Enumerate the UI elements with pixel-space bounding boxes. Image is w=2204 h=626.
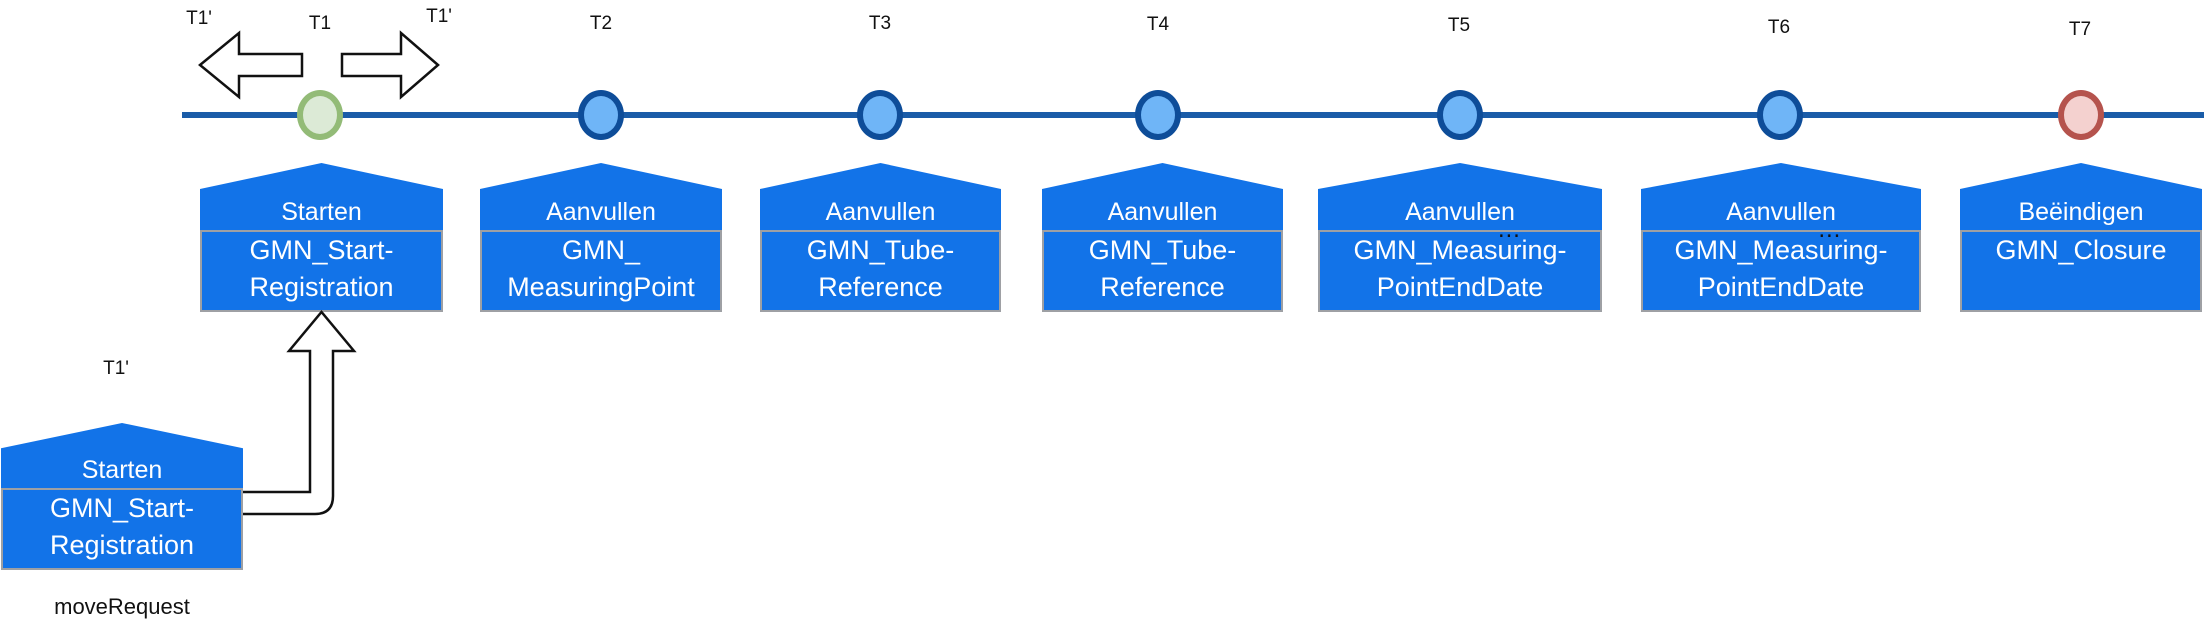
event-body-line1: GMN_Start- bbox=[49, 493, 195, 523]
timeline-node-t2 bbox=[578, 90, 624, 140]
timeline-line bbox=[182, 112, 2204, 118]
timeline-node-t4 bbox=[1135, 90, 1181, 140]
move-up-arrow-icon bbox=[243, 310, 357, 516]
event-box-t7: Beëindigen GMN_Closure bbox=[1960, 163, 2202, 312]
tick-label-t7: T7 bbox=[2068, 19, 2092, 40]
timeline-node-t5 bbox=[1437, 90, 1483, 140]
event-body: GMN_ MeasuringPoint bbox=[480, 230, 722, 312]
event-body-line2: Registration bbox=[249, 272, 394, 302]
move-request-caption: moveRequest bbox=[54, 594, 190, 619]
timeline-node-t6 bbox=[1757, 90, 1803, 140]
ellipsis-dots: … bbox=[1496, 216, 1522, 243]
detached-event-box: Starten GMN_Start- Registration bbox=[1, 423, 243, 570]
event-box-t5: Aanvullen … GMN_Measuring- PointEndDate bbox=[1318, 163, 1602, 312]
event-body: GMN_Tube- Reference bbox=[1042, 230, 1283, 312]
timeline-node-t3 bbox=[857, 90, 903, 140]
event-roof-label: Aanvullen bbox=[546, 198, 656, 226]
event-roof: Aanvullen bbox=[760, 163, 1001, 230]
event-box-t2: Aanvullen GMN_ MeasuringPoint bbox=[480, 163, 722, 312]
event-roof-label: Beëindigen bbox=[2018, 198, 2144, 226]
event-body: GMN_Tube- Reference bbox=[760, 230, 1001, 312]
move-right-label: T1' bbox=[426, 6, 452, 27]
event-body-line2: PointEndDate bbox=[1376, 272, 1544, 302]
timeline-node-t7 bbox=[2058, 90, 2104, 140]
ellipsis-dots: … bbox=[1817, 216, 1843, 243]
event-roof-label: Starten bbox=[81, 456, 163, 484]
tick-label-t2: T2 bbox=[589, 13, 613, 34]
event-roof: Aanvullen … bbox=[1641, 163, 1921, 242]
event-box-t4: Aanvullen GMN_Tube- Reference bbox=[1042, 163, 1283, 312]
event-box-t3: Aanvullen GMN_Tube- Reference bbox=[760, 163, 1001, 312]
event-roof-label: Aanvullen bbox=[1107, 198, 1218, 226]
event-body-line2: Reference bbox=[1100, 272, 1225, 302]
move-right-arrow-icon bbox=[340, 30, 440, 100]
event-body: GMN_Start- Registration bbox=[1, 488, 243, 570]
event-roof: Starten bbox=[1, 423, 243, 488]
detached-tick-label: T1' bbox=[103, 358, 129, 379]
event-body-line1: GMN_Start- bbox=[249, 235, 394, 265]
event-body-line1: GMN_Measuring- bbox=[1353, 235, 1567, 265]
event-roof: Starten bbox=[200, 163, 443, 230]
event-box-t1: Starten GMN_Start- Registration bbox=[200, 163, 443, 312]
event-body: GMN_Closure bbox=[1960, 230, 2202, 312]
event-body-line2: Registration bbox=[49, 530, 195, 560]
event-body-line1: GMN_Measuring- bbox=[1674, 235, 1888, 265]
tick-label-t1: T1 bbox=[308, 13, 332, 34]
event-body-line1: GMN_Closure bbox=[1995, 235, 2167, 265]
event-roof-label: Aanvullen bbox=[1405, 198, 1515, 226]
event-body: GMN_Measuring- PointEndDate bbox=[1641, 230, 1921, 312]
event-body-line1: GMN_Tube- bbox=[806, 235, 955, 265]
move-left-arrow-icon bbox=[198, 30, 304, 100]
event-roof-label: Aanvullen bbox=[1726, 198, 1836, 226]
event-roof: Aanvullen bbox=[480, 163, 722, 230]
event-body-line2: PointEndDate bbox=[1697, 272, 1865, 302]
event-roof: Beëindigen bbox=[1960, 163, 2202, 230]
event-body-line1: GMN_ bbox=[561, 235, 640, 265]
event-body-line2: MeasuringPoint bbox=[507, 272, 695, 302]
event-body-line1: GMN_Tube- bbox=[1088, 235, 1237, 265]
event-box-t6: Aanvullen … GMN_Measuring- PointEndDate bbox=[1641, 163, 1921, 312]
event-roof: Aanvullen … bbox=[1318, 163, 1602, 242]
tick-label-t6: T6 bbox=[1767, 17, 1791, 38]
event-roof-label: Aanvullen bbox=[825, 198, 936, 226]
timeline-node-t1 bbox=[297, 90, 343, 140]
tick-label-t5: T5 bbox=[1447, 15, 1471, 36]
tick-label-t4: T4 bbox=[1146, 14, 1170, 35]
event-roof-label: Starten bbox=[281, 198, 362, 226]
event-body: GMN_Start- Registration bbox=[200, 230, 443, 312]
event-roof: Aanvullen bbox=[1042, 163, 1283, 230]
move-left-label: T1' bbox=[186, 8, 212, 29]
tick-label-t3: T3 bbox=[868, 13, 892, 34]
event-body-line2: Reference bbox=[818, 272, 943, 302]
event-body: GMN_Measuring- PointEndDate bbox=[1318, 230, 1602, 312]
